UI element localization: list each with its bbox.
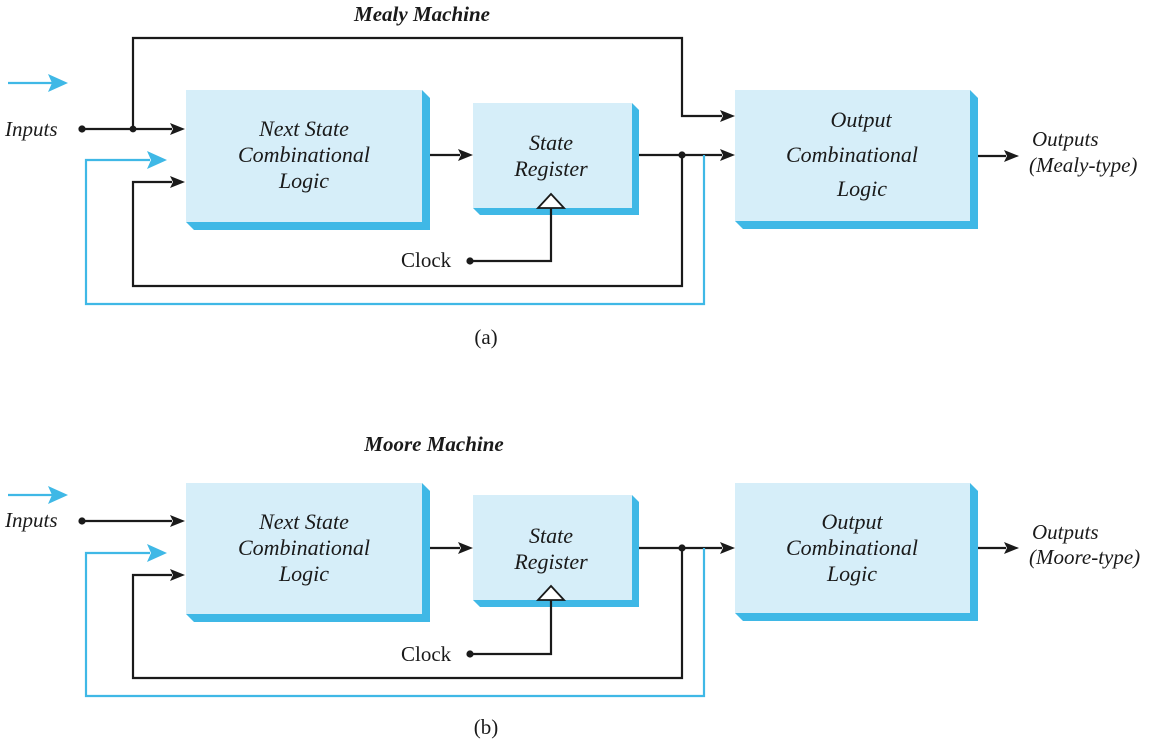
next-state-label-2: Combinational xyxy=(238,535,370,560)
state-register-label-1: State xyxy=(529,523,573,548)
output-logic-label-1: Output xyxy=(821,509,883,534)
output-logic-box: Output Combinational Logic xyxy=(735,483,978,621)
clock-label: Clock xyxy=(401,248,452,272)
output-logic-label-3: Logic xyxy=(826,561,877,586)
outputs-type-label: (Mealy-type) xyxy=(1029,153,1137,177)
outputs-type-label: (Moore-type) xyxy=(1029,545,1140,569)
caption-b: (b) xyxy=(474,715,499,739)
mealy-diagram: Mealy Machine Next State Combinational L… xyxy=(4,2,1137,349)
state-register-label-1: State xyxy=(529,130,573,155)
caption-a: (a) xyxy=(474,325,497,349)
next-state-label-1: Next State xyxy=(258,116,349,141)
next-state-logic-box: Next State Combinational Logic xyxy=(186,90,430,230)
next-state-logic-box: Next State Combinational Logic xyxy=(186,483,430,622)
input-highlight-arrow xyxy=(8,486,68,504)
mealy-title: Mealy Machine xyxy=(353,2,490,26)
output-logic-box: Output Combinational Logic xyxy=(735,90,978,229)
output-logic-label-1: Output xyxy=(830,107,892,132)
outputs-label: Outputs xyxy=(1032,520,1099,544)
next-state-label-1: Next State xyxy=(258,509,349,534)
state-register-box: State Register xyxy=(473,495,639,607)
output-logic-label-2: Combinational xyxy=(786,142,918,167)
next-state-label-3: Logic xyxy=(278,168,329,193)
next-state-label-2: Combinational xyxy=(238,142,370,167)
output-logic-label-2: Combinational xyxy=(786,535,918,560)
inputs-label: Inputs xyxy=(4,117,58,141)
moore-title: Moore Machine xyxy=(363,432,503,456)
clock-label: Clock xyxy=(401,642,452,666)
input-highlight-arrow xyxy=(8,74,68,92)
next-state-label-3: Logic xyxy=(278,561,329,586)
moore-diagram: Moore Machine Next State Combinational L… xyxy=(4,432,1140,739)
state-register-label-2: Register xyxy=(513,549,588,574)
inputs-label: Inputs xyxy=(4,508,58,532)
outputs-label: Outputs xyxy=(1032,127,1099,151)
state-register-label-2: Register xyxy=(513,156,588,181)
output-logic-label-3: Logic xyxy=(836,176,887,201)
state-register-box: State Register xyxy=(473,103,639,215)
